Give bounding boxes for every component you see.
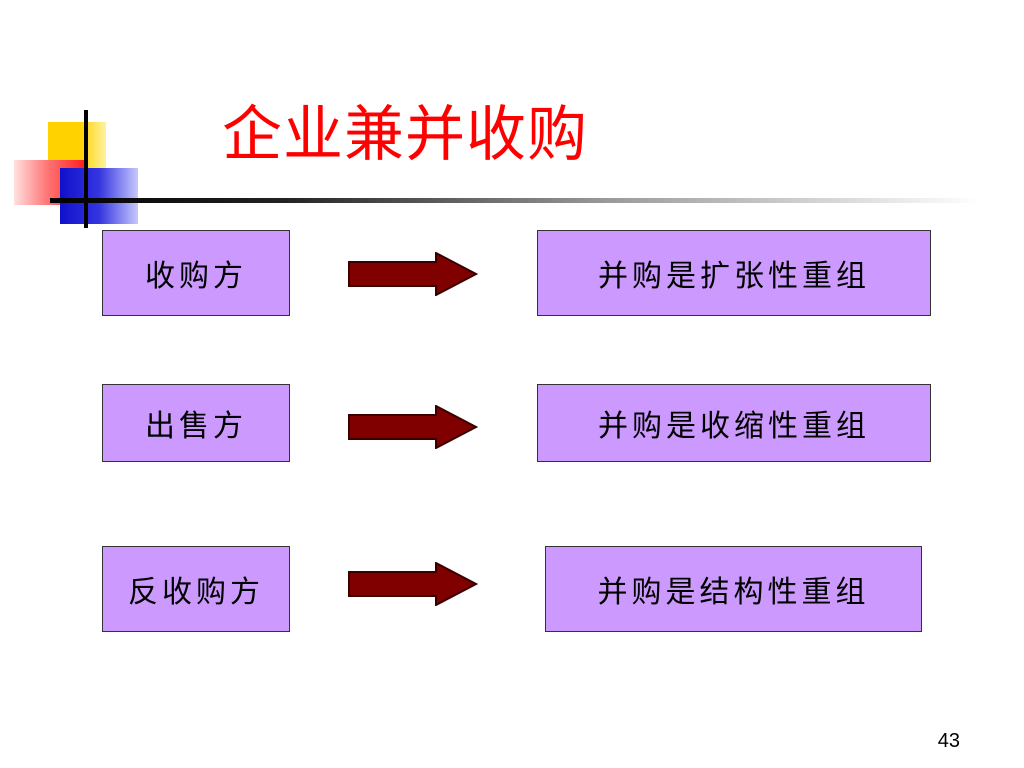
logo-blue-square (60, 168, 138, 224)
left-box-anti-acquirer: 反收购方 (102, 546, 290, 632)
right-box-structural: 并购是结构性重组 (545, 546, 922, 632)
right-arrow-icon (348, 405, 478, 449)
right-arrow-icon (348, 252, 478, 296)
title-underline-rule (50, 198, 980, 203)
slide-title: 企业兼并收购 (222, 100, 588, 170)
right-box-contraction: 并购是收缩性重组 (537, 384, 931, 462)
logo-vertical-line (84, 110, 88, 228)
right-box-expansion: 并购是扩张性重组 (537, 230, 931, 316)
page-number: 43 (937, 730, 960, 752)
right-arrow-icon (348, 562, 478, 606)
left-box-seller: 出售方 (102, 384, 290, 462)
left-box-acquirer: 收购方 (102, 230, 290, 316)
